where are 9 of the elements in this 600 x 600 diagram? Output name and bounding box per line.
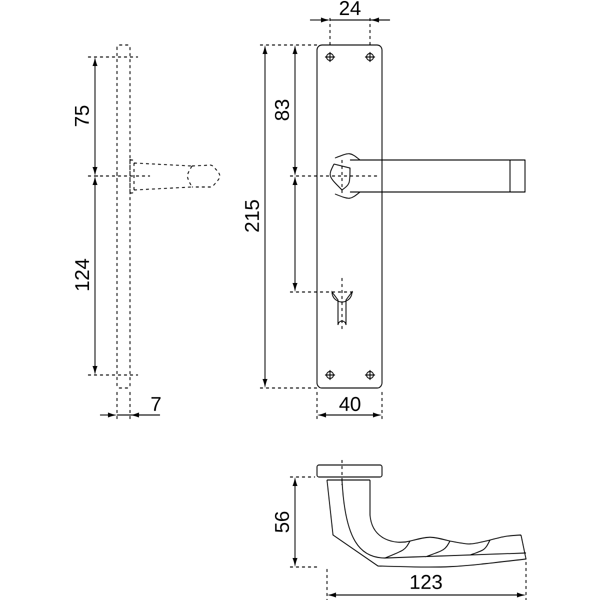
dimension-label: 7: [151, 397, 161, 411]
dimension-label: 123: [410, 574, 442, 590]
dimension-label: 215: [244, 200, 260, 232]
dimension-label: 56: [274, 512, 290, 532]
dimension-label: 40: [339, 396, 360, 412]
dimension-label: 83: [274, 100, 290, 120]
dimension-label: 124: [75, 258, 89, 290]
dimension-label: 75: [75, 106, 89, 126]
dimension-label: 24: [340, 1, 361, 15]
